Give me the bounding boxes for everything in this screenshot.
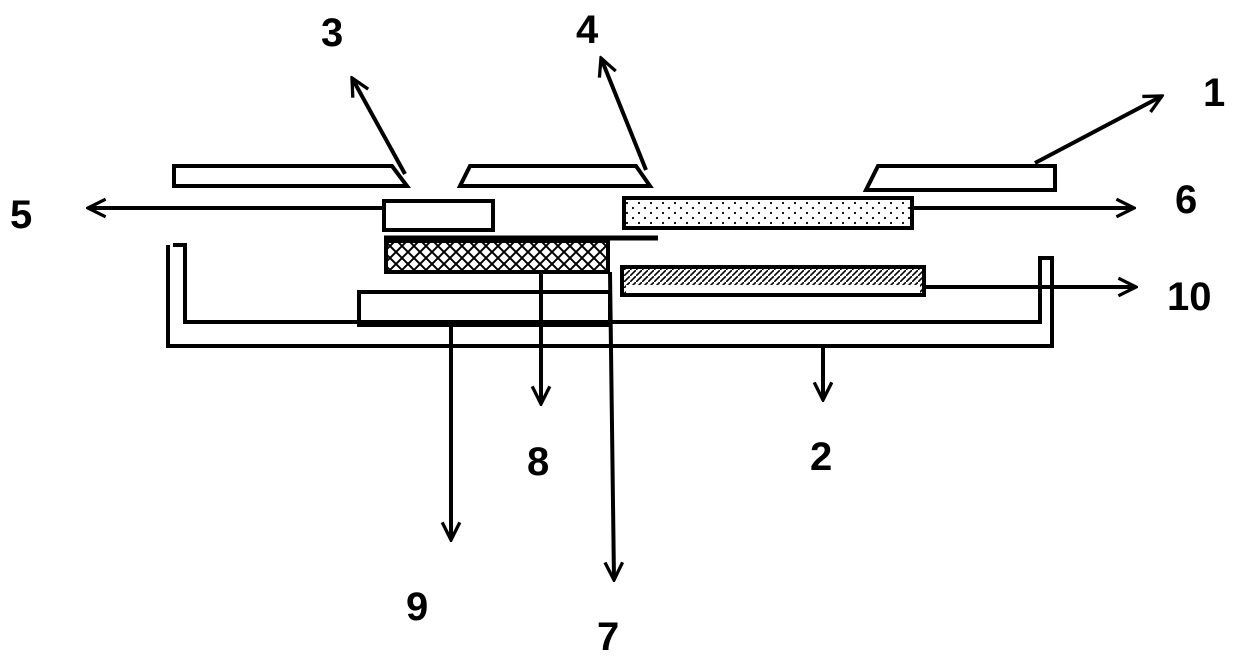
top-plate-middle: [460, 166, 650, 186]
top-plate-left: [174, 166, 407, 186]
label-3: 3: [321, 11, 343, 55]
leader-3-arrow: [352, 78, 405, 174]
label-2: 2: [810, 435, 832, 479]
component-6-dotted-strip: [624, 198, 912, 228]
label-8: 8: [527, 440, 549, 484]
component-8-crosshatch-block: [386, 241, 608, 272]
label-1: 1: [1203, 71, 1225, 115]
label-5: 5: [10, 193, 32, 237]
label-10: 10: [1167, 275, 1212, 319]
label-9: 9: [406, 585, 428, 629]
leader-7-line: [610, 272, 614, 580]
label-4: 4: [576, 8, 599, 52]
label-7: 7: [597, 615, 619, 659]
label-6: 6: [1175, 178, 1197, 222]
leader-4-arrow: [601, 58, 646, 170]
leader-1-arrow: [1035, 96, 1162, 163]
top-plate-right: [866, 166, 1055, 190]
component-5-block: [384, 201, 493, 230]
component-10-inner-band: [626, 285, 920, 293]
